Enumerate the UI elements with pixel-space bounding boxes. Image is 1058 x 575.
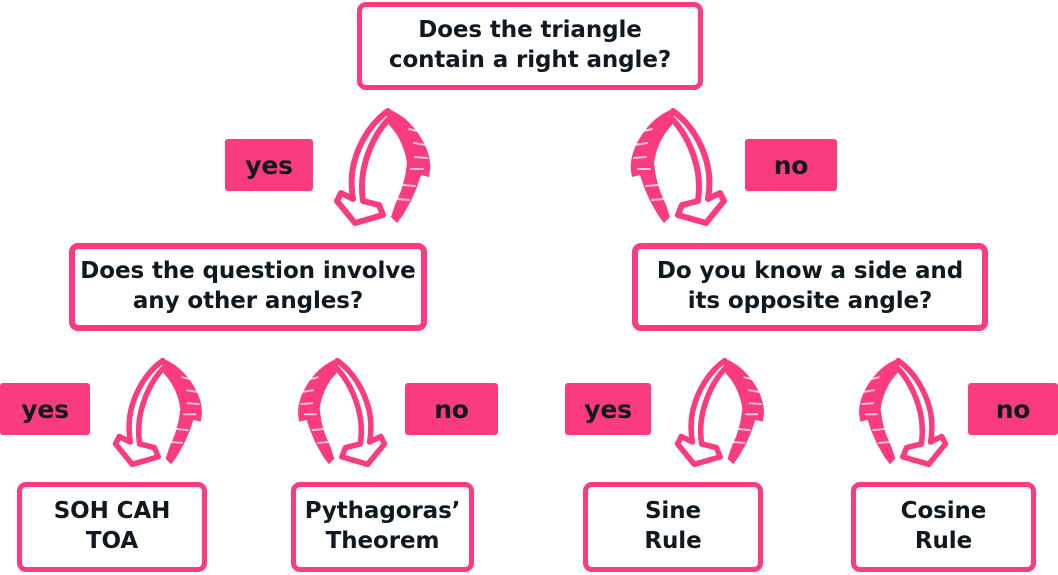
node-soh-cah-toa: SOH CAH TOA bbox=[17, 482, 207, 572]
label-right-branch-no: no bbox=[968, 383, 1058, 435]
node-right-question: Do you know a side and its opposite angl… bbox=[632, 243, 988, 331]
node-cosine-rule: Cosine Rule bbox=[851, 482, 1036, 572]
label-right-branch-yes: yes bbox=[565, 383, 651, 435]
label-root-no: no bbox=[745, 139, 837, 191]
arrow-left-to-pythagoras-icon bbox=[290, 355, 390, 468]
arrow-right-to-sine-icon bbox=[672, 355, 772, 468]
node-left-question: Does the question involve any other angl… bbox=[69, 243, 427, 331]
label-root-yes: yes bbox=[225, 139, 313, 191]
node-root-question: Does the triangle contain a right angle? bbox=[357, 2, 703, 90]
label-left-branch-no: no bbox=[405, 383, 498, 435]
arrow-root-to-right-icon bbox=[622, 105, 730, 227]
arrow-right-to-cosine-icon bbox=[851, 355, 951, 468]
node-pythagoras-theorem: Pythagoras’ Theorem bbox=[291, 482, 474, 572]
node-sine-rule: Sine Rule bbox=[583, 482, 763, 572]
arrow-left-to-sohcahtoa-icon bbox=[110, 355, 210, 468]
label-left-branch-yes: yes bbox=[0, 383, 90, 435]
arrow-root-to-left-icon bbox=[331, 105, 439, 227]
